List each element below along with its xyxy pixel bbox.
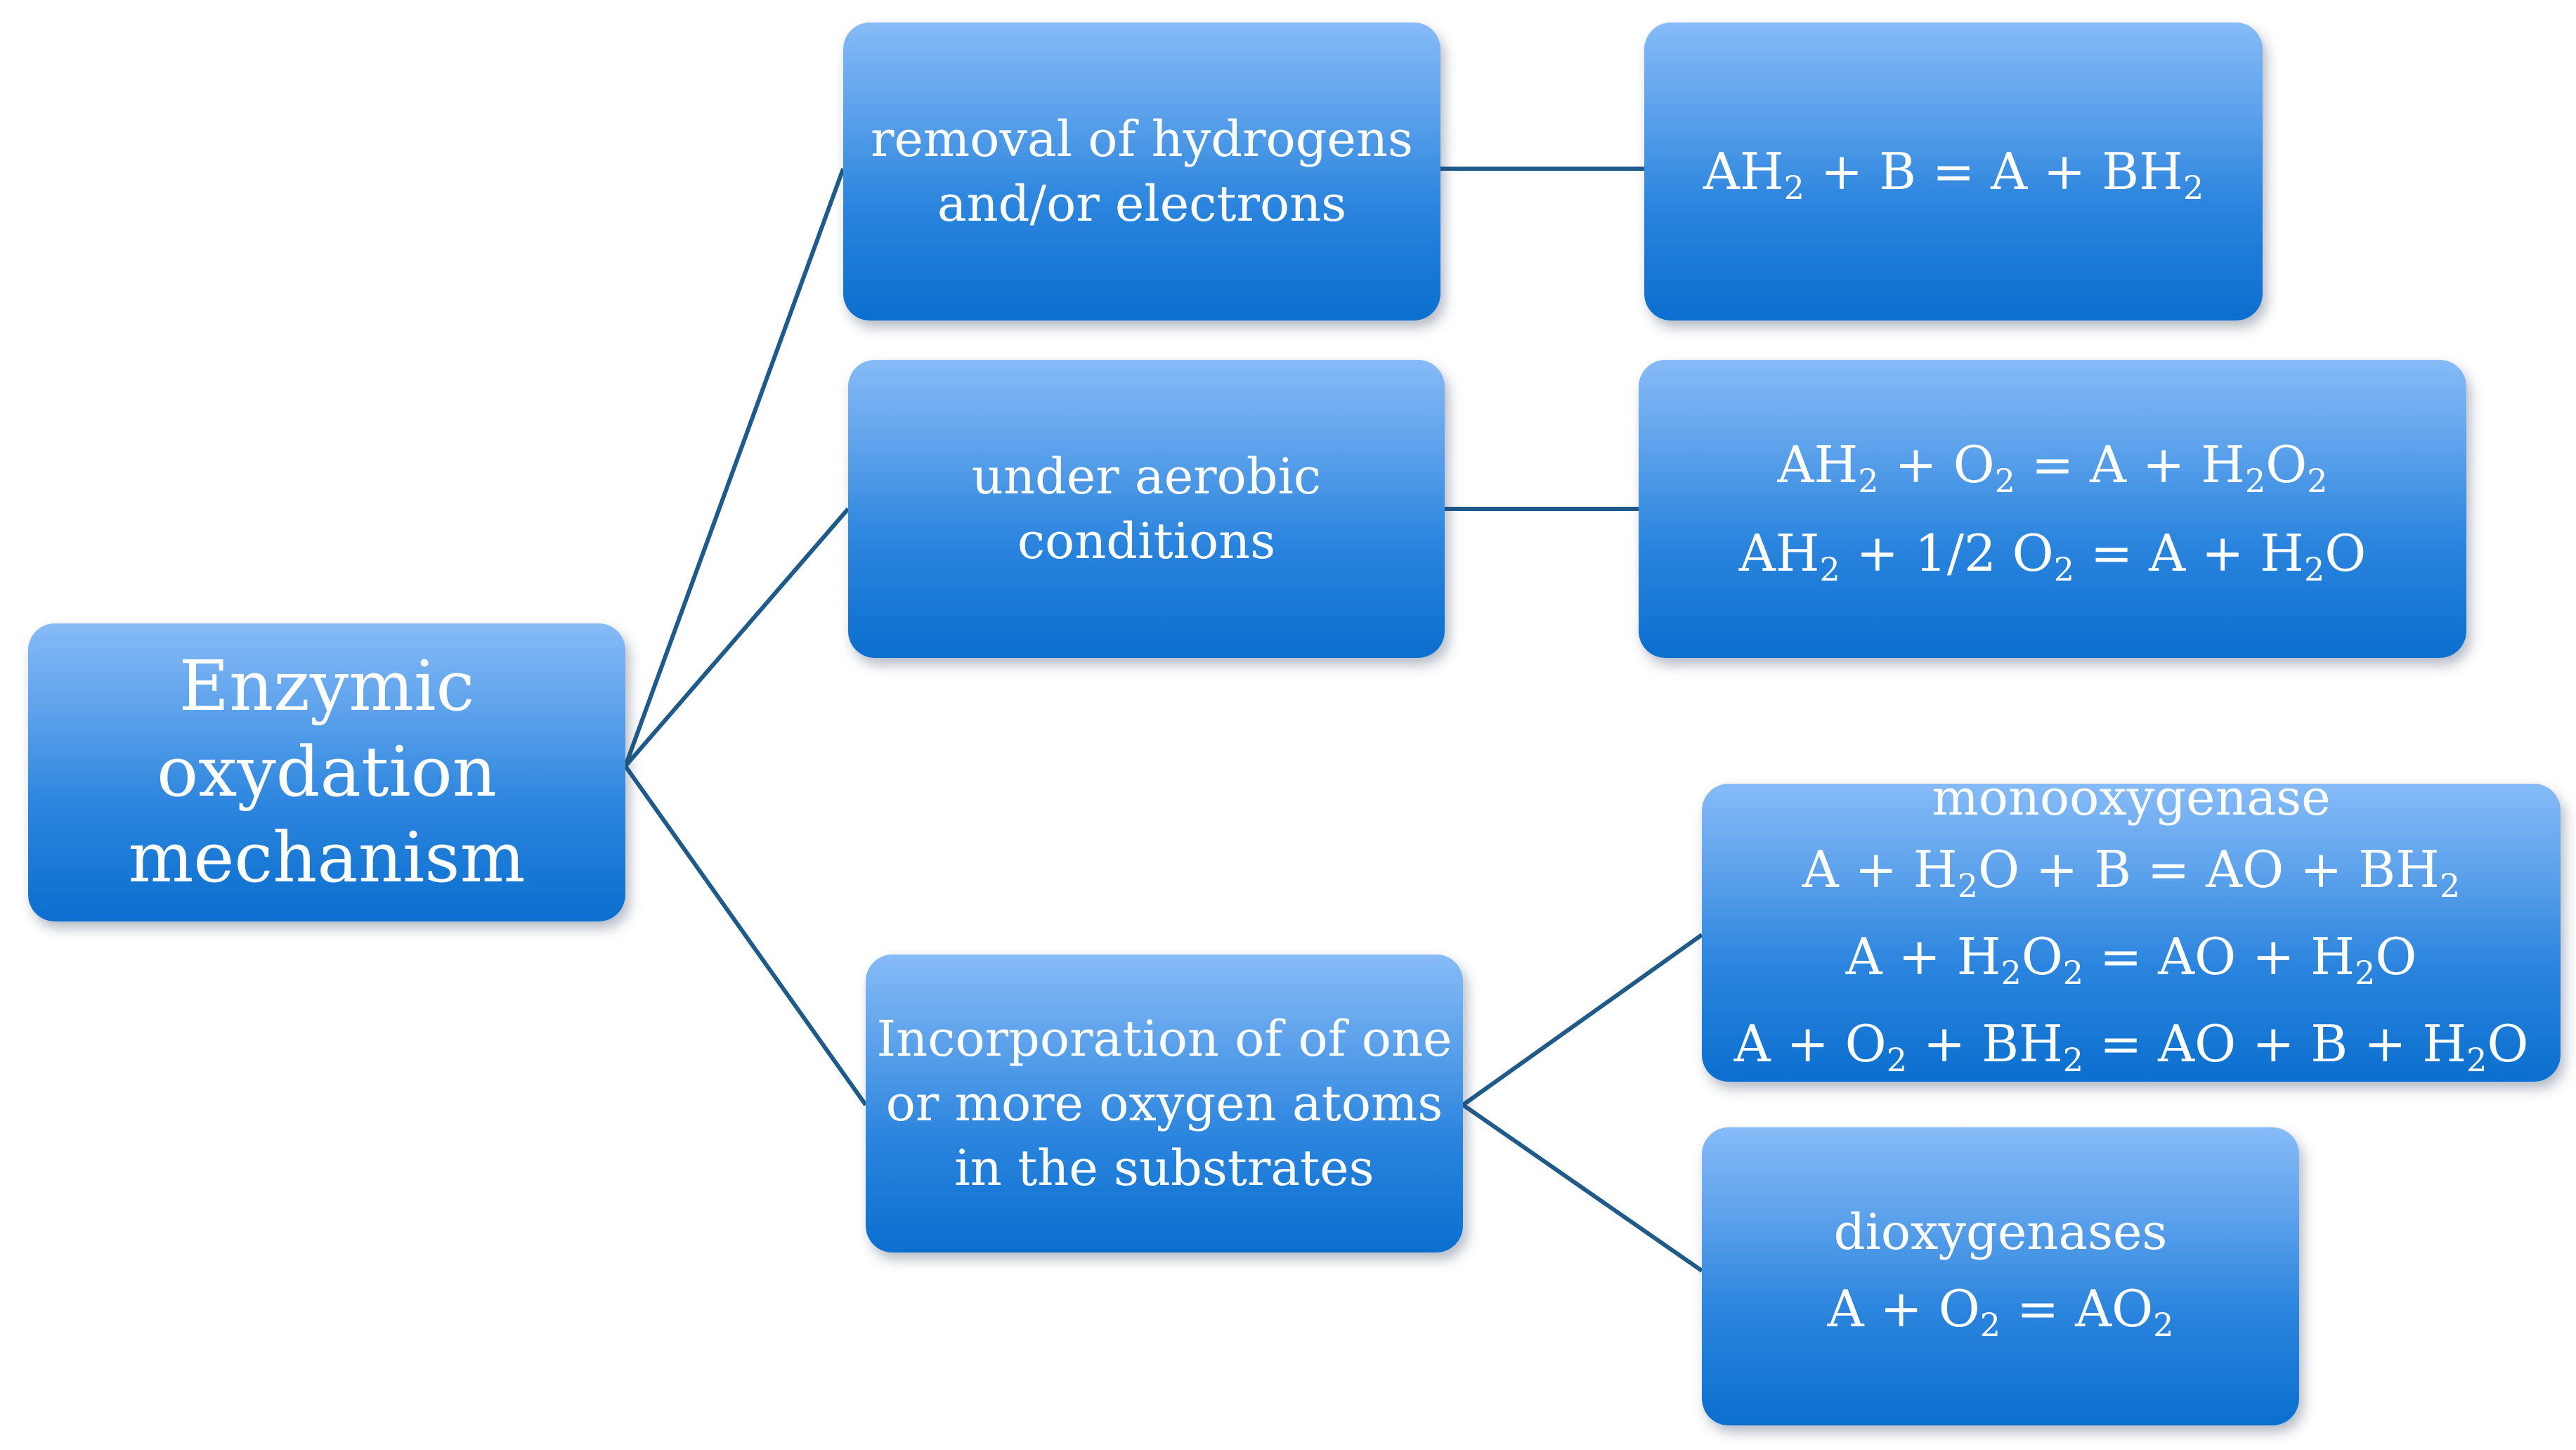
equation-line: A + O2 + BH2 = AO + B + H2O [1734, 1000, 2529, 1087]
equation-text: A + O [1733, 1014, 1887, 1073]
result-node-dioxygenases: dioxygenases A + O2 = AO2 [1702, 1127, 2299, 1425]
equation-subscript: 2 [2303, 550, 2325, 588]
equation-text: = A + H [2015, 435, 2245, 494]
equation-text: A + H [1845, 927, 2001, 986]
equation-text: O [2021, 927, 2063, 986]
equation-text: = A + H [2074, 524, 2304, 583]
monooxygenase-title: monooxygenase [1932, 769, 2331, 827]
equation-subscript: 2 [2153, 1306, 2174, 1344]
branch-node-removal-of-hydrogens: removal of hydrogens and/or electrons [843, 22, 1440, 321]
equation-text: O + B = AO + BH [1977, 840, 2440, 899]
incorporation-label-line-2: or more oxygen atoms [885, 1075, 1443, 1132]
equation-subscript: 2 [1858, 462, 1879, 500]
equation-text: + 1/2 O [1840, 524, 2054, 583]
equation-subscript: 2 [2062, 954, 2084, 992]
root-label-line-1: Enzymic [178, 647, 475, 727]
branch-node-under-aerobic-conditions: under aerobic conditions [848, 360, 1445, 658]
equation-text: + O [1878, 435, 1995, 494]
equation-subscript: 2 [1957, 867, 1978, 905]
equation-line: A + H2O + B = AO + BH2 [1802, 826, 2460, 913]
equation-subscript: 2 [1783, 169, 1804, 207]
connector-root-to-incorporation [623, 765, 868, 1106]
equation-text: AH [1703, 142, 1784, 201]
equation-subscript: 2 [1886, 1041, 1907, 1079]
equation-text: + B = A + BH [1804, 142, 2183, 201]
equation-subscript: 2 [2355, 954, 2376, 992]
equation-subscript: 2 [2062, 1041, 2084, 1079]
result-node-hydrogen-transfer-equation: AH2 + B = A + BH2 [1644, 22, 2263, 321]
equation-subscript: 2 [1979, 1306, 2001, 1344]
branch-node-incorporation-of-oxygen: Incorporation of of one or more oxygen a… [866, 954, 1463, 1252]
equation-line: AH2 + B = A + BH2 [1703, 127, 2204, 216]
incorporation-label-line-3: in the substrates [954, 1139, 1374, 1197]
equation-subscript: 2 [2307, 462, 2328, 500]
equation-text: + BH [1906, 1014, 2063, 1073]
removal-label-line-2: and/or electrons [937, 175, 1347, 233]
equation-subscript: 2 [2439, 867, 2461, 905]
equation-text: A + O [1827, 1279, 1980, 1338]
connector-incorporation-to-monooxygenase [1462, 933, 1703, 1107]
equation-line: A + O2 = AO2 [1828, 1264, 2174, 1353]
removal-label-line-1: removal of hydrogens [871, 110, 1413, 168]
connector-root-to-aerobic [623, 507, 850, 768]
root-label-line-3: mechanism [128, 818, 526, 898]
equation-subscript: 2 [2244, 462, 2266, 500]
equation-subscript: 2 [1819, 550, 1840, 588]
incorporation-label-line-1: Incorporation of of one [876, 1010, 1452, 1068]
equation-subscript: 2 [2053, 550, 2074, 588]
equation-line: AH2 + O2 = A + H2O2 [1777, 420, 2327, 509]
connector-root-to-removal [623, 167, 845, 768]
equation-text: A + H [1802, 840, 1958, 899]
equation-text: AH [1777, 435, 1859, 494]
root-node-enzymic-oxydation: Enzymic oxydation mechanism [28, 623, 625, 921]
equation-line: A + H2O2 = AO + H2O [1846, 913, 2417, 1000]
equation-text: O [2324, 524, 2367, 583]
equation-text: O [2375, 927, 2417, 986]
root-label-line-2: oxydation [157, 732, 497, 813]
aerobic-label-line-2: conditions [1017, 512, 1276, 570]
equation-line: AH2 + 1/2 O2 = A + H2O [1739, 509, 2367, 597]
equation-subscript: 2 [2183, 169, 2204, 207]
aerobic-label-line-1: under aerobic [971, 448, 1322, 505]
equation-text: O [2265, 435, 2308, 494]
equation-text: = AO [2001, 1279, 2154, 1338]
equation-text: = AO + H [2083, 927, 2355, 986]
dioxygenases-title: dioxygenases [1833, 1203, 2168, 1261]
equation-text: = AO + B + H [2083, 1014, 2467, 1073]
equation-text: O [2487, 1014, 2529, 1073]
connector-incorporation-to-dioxygenases [1462, 1103, 1703, 1273]
equation-subscript: 2 [1994, 462, 2015, 500]
equation-subscript: 2 [2466, 1041, 2487, 1079]
equation-text: AH [1738, 524, 1820, 583]
equation-subscript: 2 [2001, 954, 2022, 992]
